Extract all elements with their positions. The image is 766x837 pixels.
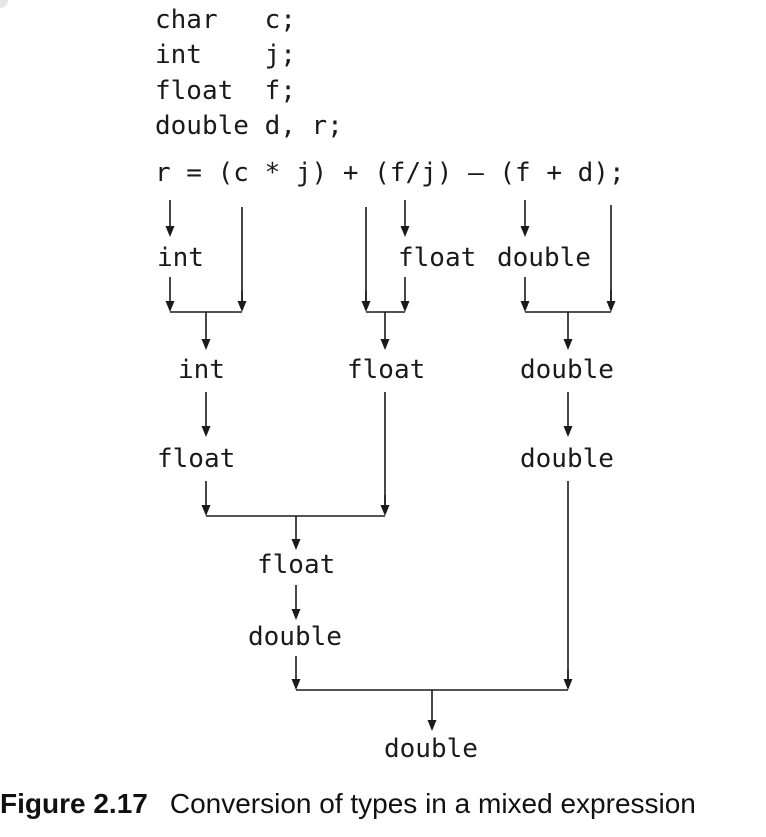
arrowhead-12: [400, 301, 410, 312]
arrowhead-22: [201, 505, 211, 516]
arrowhead-9: [201, 339, 211, 350]
arrowhead-11: [361, 301, 371, 312]
arrowhead-28: [291, 679, 301, 690]
label-c-int: int: [157, 243, 204, 273]
arrowhead-26: [291, 539, 301, 550]
declaration-float: float f;: [155, 76, 296, 106]
arrowhead-27: [291, 609, 301, 620]
caption-text: Conversion of types in a mixed expressio…: [169, 788, 696, 819]
arrowhead-20: [201, 426, 211, 437]
caption-number: Figure 2.17: [0, 788, 148, 819]
declaration-char: char c;: [155, 5, 296, 35]
label-final-double: double: [384, 734, 478, 764]
label-fd-kept-double: double: [520, 444, 614, 474]
label-cj-int: int: [178, 355, 225, 385]
arrowhead-30: [563, 679, 573, 690]
arrowhead-24: [380, 505, 390, 516]
arrowhead-1: [165, 226, 175, 237]
arrowhead-17: [606, 301, 616, 312]
declaration-double: double d, r;: [155, 111, 343, 141]
label-sum-double: double: [248, 622, 342, 652]
label-fj-float-result: float: [347, 355, 426, 385]
label-fj-float: float: [398, 243, 477, 273]
arrowhead-19: [563, 339, 573, 350]
arrowhead-5: [165, 301, 175, 312]
expression-line: r = (c * j) + (f/j) – (f + d);: [155, 158, 625, 188]
declaration-int: int j;: [155, 40, 296, 70]
arrowhead-15: [520, 301, 530, 312]
label-fd-double-result: double: [520, 355, 614, 385]
arrowhead-32: [427, 720, 437, 731]
label-cj-promoted-float: float: [157, 444, 236, 474]
label-sum-float: float: [257, 550, 336, 580]
arrowhead-21: [563, 426, 573, 437]
corner-mark: [0, 0, 8, 8]
label-fd-double: double: [497, 243, 591, 273]
arrowhead-14: [380, 339, 390, 350]
arrowhead-7: [237, 301, 247, 312]
arrowhead-3: [520, 226, 530, 237]
arrowhead-2: [400, 226, 410, 237]
figure-caption: Figure 2.17 Conversion of types in a mixe…: [0, 788, 696, 820]
